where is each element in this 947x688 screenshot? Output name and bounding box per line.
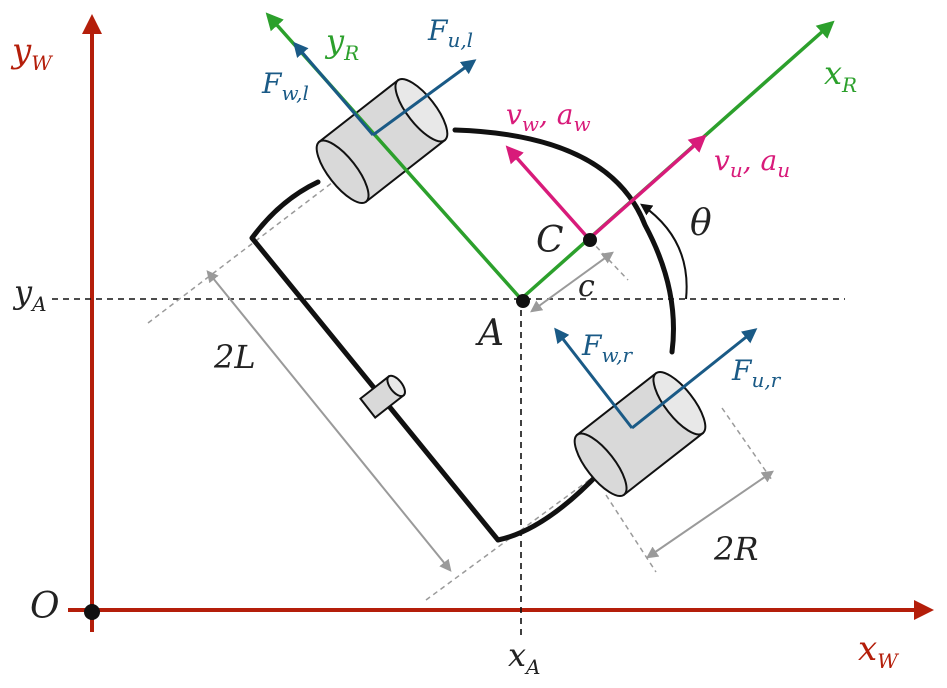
label-origin: O — [30, 586, 60, 627]
label-vw-aw: vw, aw — [506, 98, 591, 136]
fwr-vector — [554, 327, 634, 429]
origin-point — [84, 604, 100, 620]
label-ful: Fu,l — [427, 14, 473, 52]
dim-helper-r1 — [605, 494, 657, 573]
vu-vector — [587, 134, 707, 241]
point-c — [583, 233, 597, 247]
label-c: C — [536, 220, 564, 261]
label-xr: xR — [824, 54, 857, 97]
dim-2l-arrow — [206, 270, 452, 572]
fur-vector — [631, 328, 758, 430]
label-vu-au: vu, au — [714, 144, 790, 182]
label-c-dim: c — [578, 269, 595, 304]
label-xw: xW — [858, 629, 899, 673]
label-yw: yW — [10, 31, 53, 75]
right-wheel — [573, 371, 707, 497]
label-2r: 2R — [713, 530, 758, 568]
label-yr: yR — [324, 22, 359, 65]
label-fur: Fu,r — [731, 354, 782, 392]
point-a — [516, 294, 530, 308]
label-fwl: Fw,l — [261, 67, 309, 105]
dim-helper-r2 — [721, 407, 773, 481]
label-a: A — [475, 313, 504, 354]
dim-helper-top — [147, 181, 334, 324]
vw-vector — [505, 145, 591, 241]
label-2l: 2L — [213, 338, 256, 376]
theta-arc — [640, 203, 688, 300]
dim-c-arrow — [530, 251, 614, 313]
label-ya: yA — [12, 273, 47, 316]
dim-2r-arrow — [646, 470, 774, 559]
dim-helper-c — [589, 239, 629, 281]
label-xa: xA — [508, 636, 541, 679]
label-theta: θ — [690, 203, 712, 244]
fwl-vector — [293, 41, 375, 136]
ful-vector — [372, 59, 477, 137]
label-fwr: Fw,r — [581, 329, 634, 367]
